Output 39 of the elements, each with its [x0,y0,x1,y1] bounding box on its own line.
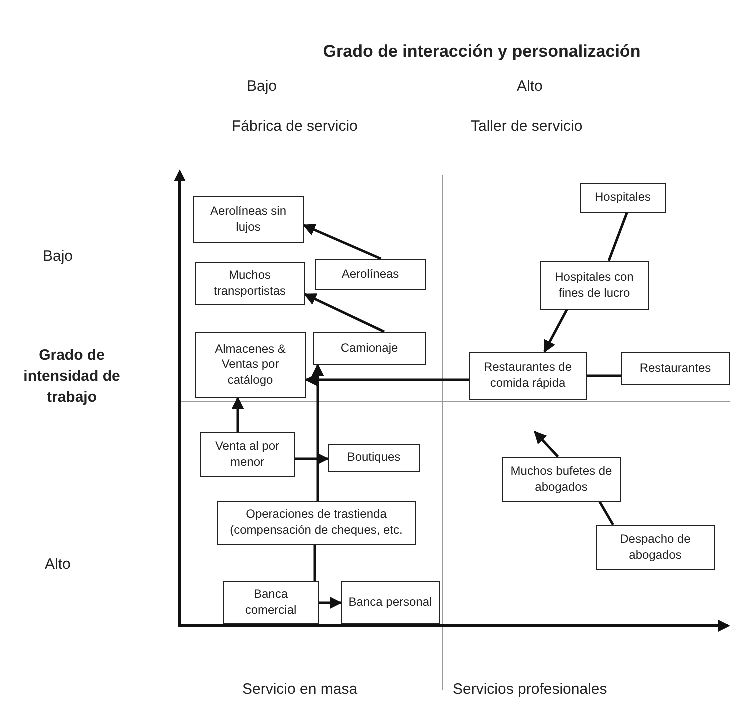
process-box: Venta al por menor [200,432,295,477]
arrow [319,596,342,610]
process-box: Aerolíneas [315,259,426,290]
process-box: Muchos bufetes de abogados [502,457,621,502]
connector-line [608,212,628,262]
process-box: Restaurantes [621,352,730,385]
arrow [304,293,386,334]
process-box: Camionaje [313,332,426,365]
axis-label: Servicios profesionales [453,681,608,698]
chart-title: Grado de interacción y personalización [323,42,641,61]
axis-label: Taller de servicio [471,118,583,135]
arrow [544,309,568,354]
axis-label: Bajo [43,248,74,265]
process-box: Almacenes & Ventas por catálogo [195,332,306,398]
process-box: Hospitales [580,183,666,213]
process-box: Restaurantes de comida rápida [469,352,587,400]
process-box: Despacho de abogados [596,525,715,570]
arrow [534,431,560,458]
axis-label: Fábrica de servicio [232,118,358,135]
process-box: Boutiques [328,444,420,472]
process-box: Hospitales con fines de lucro [540,261,649,310]
connector-line [587,374,621,378]
axis-label: Servicio en masa [242,681,358,698]
arrow [312,364,324,501]
process-box: Banca personal [341,581,440,624]
arrow [295,452,330,466]
arrow [302,224,382,260]
axis-title: Grado de intensidad de trabajo [22,346,122,408]
process-box: Aerolíneas sin lujos [193,196,304,243]
arrow [304,374,469,386]
process-box: Operaciones de trastienda (compensación de cheques, etc. [217,501,416,545]
axis-label: Alto [45,556,71,573]
axis-label: Alto [517,78,543,95]
connector-line [598,501,614,526]
process-box: Muchos transportistas [195,262,305,305]
axis-label: Bajo [247,78,278,95]
connector-line [314,545,316,581]
process-box: Banca comercial [223,581,319,624]
arrow [232,396,244,432]
